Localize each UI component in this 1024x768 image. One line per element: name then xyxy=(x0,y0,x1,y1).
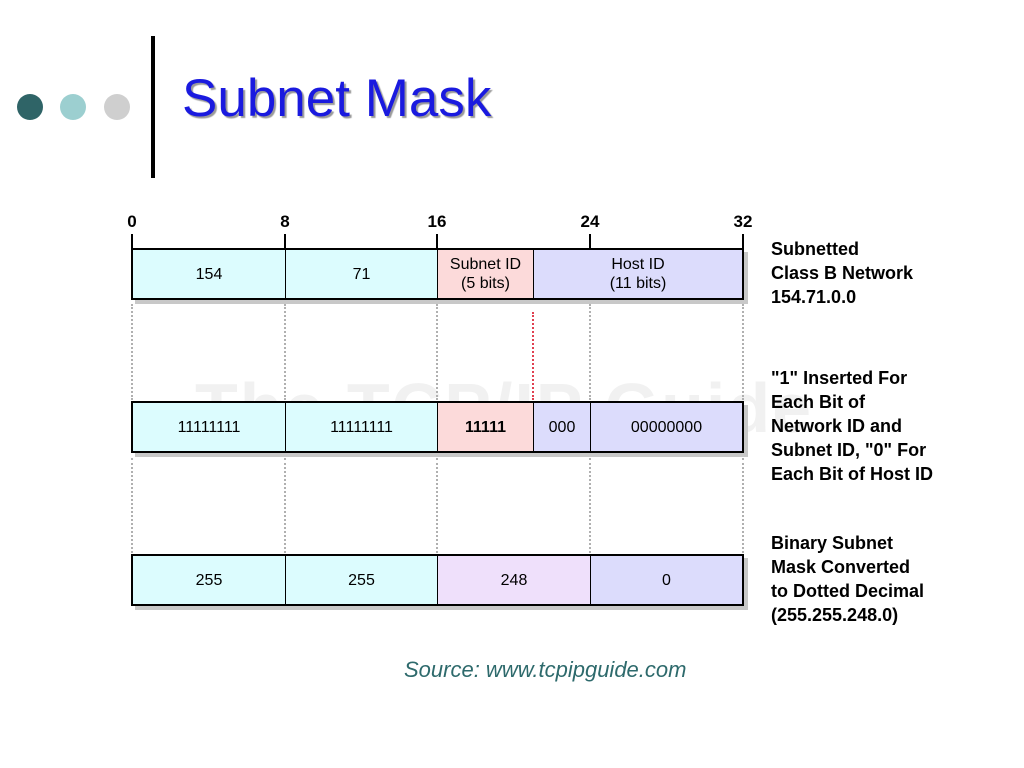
guide-line xyxy=(589,304,591,400)
bullet-dot-light xyxy=(60,94,86,120)
bit-tick-label-8: 8 xyxy=(280,212,290,231)
guide-line xyxy=(589,458,591,553)
octet-cell: 154 xyxy=(133,250,285,298)
bullet-dot-gray xyxy=(104,94,130,120)
decimal-cell: 255 xyxy=(285,556,437,604)
binary-cell: 11111111 xyxy=(285,403,437,451)
bit-tick-label-24: 24 xyxy=(580,212,600,231)
guide-line xyxy=(742,304,744,400)
decimal-cell: 255 xyxy=(133,556,285,604)
binary-cell: 11111111 xyxy=(133,403,285,451)
guide-line xyxy=(284,304,286,400)
subnet-id-cell: Subnet ID (5 bits) xyxy=(437,250,533,298)
bit-tick-label-32: 32 xyxy=(733,212,753,231)
guide-line xyxy=(436,304,438,400)
octet-cell: 71 xyxy=(285,250,437,298)
binary-cell: 000 xyxy=(533,403,590,451)
bit-tick-mark xyxy=(436,234,438,248)
binary-cell: 00000000 xyxy=(590,403,742,451)
bit-tick-label-0: 0 xyxy=(127,212,137,231)
row-description: Subnetted Class B Network 154.71.0.0 xyxy=(771,239,914,307)
bit-tick-mark xyxy=(589,234,591,248)
guide-line xyxy=(131,458,133,553)
decimal-cell: 248 xyxy=(437,556,590,604)
guide-line xyxy=(131,304,133,400)
row-description: Binary Subnet Mask Converted to Dotted D… xyxy=(771,533,925,625)
host-id-cell: Host ID (11 bits) xyxy=(533,250,742,298)
bit-tick-mark xyxy=(742,234,744,248)
subnet-boundary-guide xyxy=(532,312,534,400)
decimal-cell: 0 xyxy=(590,556,742,604)
bit-tick-mark xyxy=(284,234,286,248)
title-divider xyxy=(151,36,155,178)
dotted-decimal-row: 255 255 248 0 xyxy=(131,554,744,606)
row-description: "1" Inserted For Each Bit of Network ID … xyxy=(771,368,934,484)
guide-line xyxy=(284,458,286,553)
binary-cell: 11111 xyxy=(437,403,533,451)
network-address-row: 154 71 Subnet ID (5 bits) Host ID (11 bi… xyxy=(131,248,744,300)
binary-mask-row: 11111111 11111111 11111 000 00000000 xyxy=(131,401,744,453)
bit-tick-label-16: 16 xyxy=(427,212,447,231)
source-citation: Source: www.tcpipguide.com xyxy=(404,657,687,682)
slide-title: Subnet Mask xyxy=(182,69,492,128)
bit-tick-mark xyxy=(131,234,133,248)
guide-line xyxy=(742,458,744,553)
bullet-dot-dark xyxy=(17,94,43,120)
guide-line xyxy=(436,458,438,553)
